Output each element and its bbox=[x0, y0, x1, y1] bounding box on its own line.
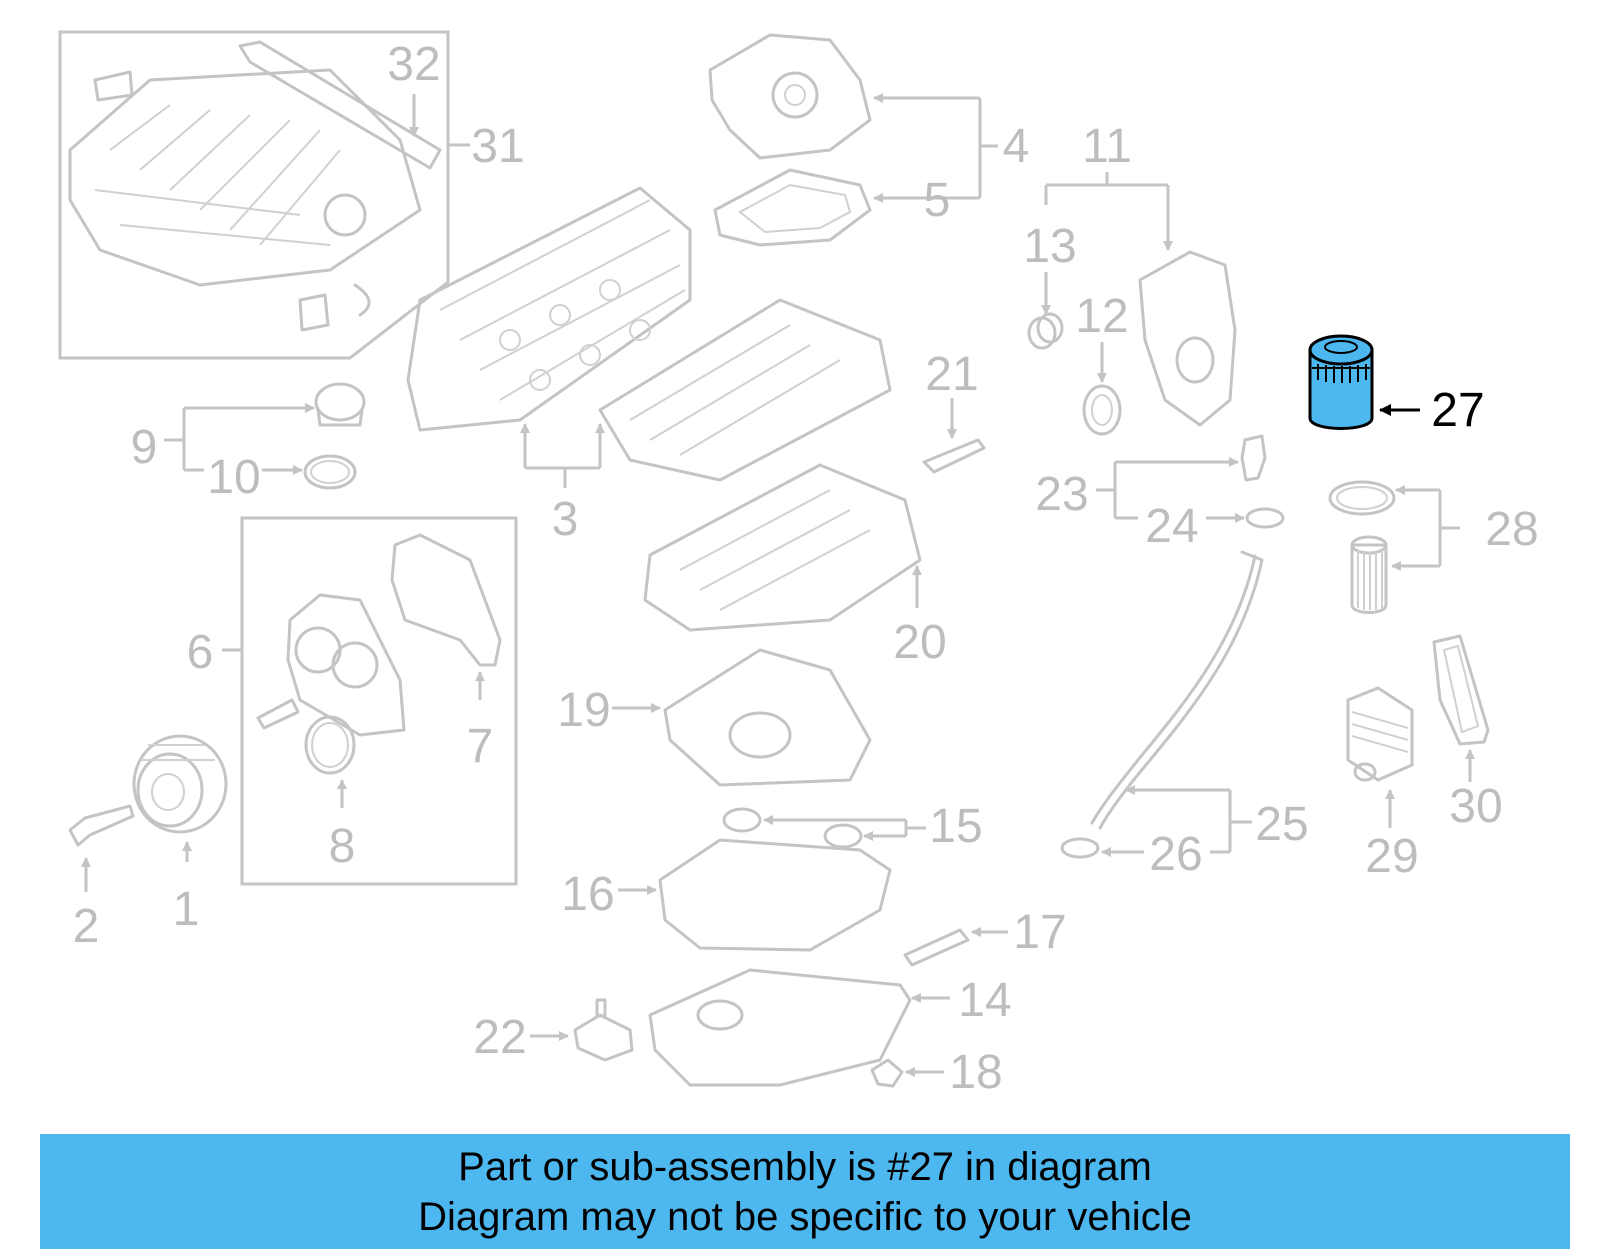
seal-ring-10 bbox=[303, 454, 357, 490]
callout-21: 21 bbox=[925, 348, 978, 401]
callout-16: 16 bbox=[561, 868, 614, 921]
callout-23: 23 bbox=[1035, 468, 1088, 521]
callout-30: 30 bbox=[1449, 780, 1502, 833]
callout-1: 1 bbox=[173, 883, 200, 936]
callout-5: 5 bbox=[924, 174, 951, 227]
callout-28: 28 bbox=[1485, 503, 1538, 556]
callout-26: 26 bbox=[1149, 828, 1202, 881]
callout-27-highlighted[interactable]: 27 bbox=[1431, 384, 1484, 437]
callout-17: 17 bbox=[1013, 906, 1066, 959]
callout-11: 11 bbox=[1082, 120, 1132, 173]
callout-18: 18 bbox=[949, 1046, 1002, 1099]
bolt-2 bbox=[68, 804, 135, 847]
bolt-6 bbox=[256, 698, 300, 730]
banner-line-part: Part or sub-assembly is #27 in diagram bbox=[458, 1145, 1152, 1189]
callout-22: 22 bbox=[473, 1011, 526, 1064]
callout-29: 29 bbox=[1365, 830, 1418, 883]
oil-baffle-19 bbox=[663, 648, 872, 787]
callout-24: 24 bbox=[1145, 500, 1198, 553]
o-ring-8 bbox=[304, 715, 356, 775]
callout-20: 20 bbox=[893, 616, 946, 669]
info-banner: Part or sub-assembly is #27 in diagram D… bbox=[40, 1134, 1570, 1249]
drain-plug-18 bbox=[870, 1058, 904, 1088]
timing-case-11 bbox=[1138, 250, 1237, 427]
oil-filter-housing-27-highlighted[interactable] bbox=[1308, 334, 1374, 430]
callout-10: 10 bbox=[207, 451, 260, 504]
oil-level-sensor-22 bbox=[573, 998, 634, 1062]
oil-pan-14 bbox=[648, 968, 912, 1087]
crank-pulley-1 bbox=[132, 734, 228, 834]
intake-manifold-group bbox=[58, 30, 450, 360]
dipstick-tube-25 bbox=[1090, 550, 1264, 830]
plug-13 bbox=[1027, 312, 1064, 350]
callout-14: 14 bbox=[958, 974, 1011, 1027]
upper-cover-4 bbox=[708, 33, 872, 160]
callout-15: 15 bbox=[929, 800, 982, 853]
callout-4: 4 bbox=[1003, 120, 1030, 173]
gasket-30 bbox=[1432, 634, 1490, 746]
dipstick-cap-23 bbox=[1240, 434, 1267, 482]
callout-13: 13 bbox=[1023, 220, 1076, 273]
banner-line-disclaimer: Diagram may not be specific to your vehi… bbox=[418, 1195, 1192, 1239]
callout-3: 3 bbox=[552, 493, 579, 546]
cylinder-head-3 bbox=[406, 186, 692, 432]
callout-7: 7 bbox=[467, 720, 494, 773]
callout-12: 12 bbox=[1075, 290, 1128, 343]
callout-19: 19 bbox=[557, 684, 610, 737]
o-ring-15b bbox=[823, 823, 863, 849]
seal-24 bbox=[1245, 507, 1285, 529]
oil-cooler-29 bbox=[1346, 686, 1414, 782]
seal-26 bbox=[1060, 837, 1100, 859]
callout-32: 32 bbox=[387, 38, 440, 91]
timing-cover-6 bbox=[286, 593, 406, 737]
o-ring-15a bbox=[722, 807, 762, 833]
callout-8: 8 bbox=[329, 820, 356, 873]
sealant-21 bbox=[922, 438, 986, 474]
callout-31: 31 bbox=[471, 120, 524, 173]
callout-6: 6 bbox=[187, 626, 214, 679]
oil-pan-gasket-16 bbox=[658, 838, 892, 952]
callout-9: 9 bbox=[131, 421, 158, 474]
callout-labels: 1 2 3 4 5 6 7 8 9 10 11 12 13 14 15 16 1… bbox=[73, 38, 1539, 1099]
callout-2: 2 bbox=[73, 900, 100, 953]
sealant-17 bbox=[903, 928, 970, 967]
bedplate-20 bbox=[643, 463, 922, 632]
oil-filter-seal-28 bbox=[1328, 480, 1396, 516]
oil-filler-cap-9 bbox=[314, 382, 366, 427]
callout-25: 25 bbox=[1255, 798, 1308, 851]
oil-filter-element-28 bbox=[1350, 535, 1388, 614]
timing-cover-group-box bbox=[240, 516, 518, 886]
gasket-7 bbox=[390, 533, 502, 667]
gasket-5 bbox=[713, 168, 872, 247]
seal-12 bbox=[1082, 384, 1122, 436]
valve-cover-3 bbox=[598, 298, 892, 482]
